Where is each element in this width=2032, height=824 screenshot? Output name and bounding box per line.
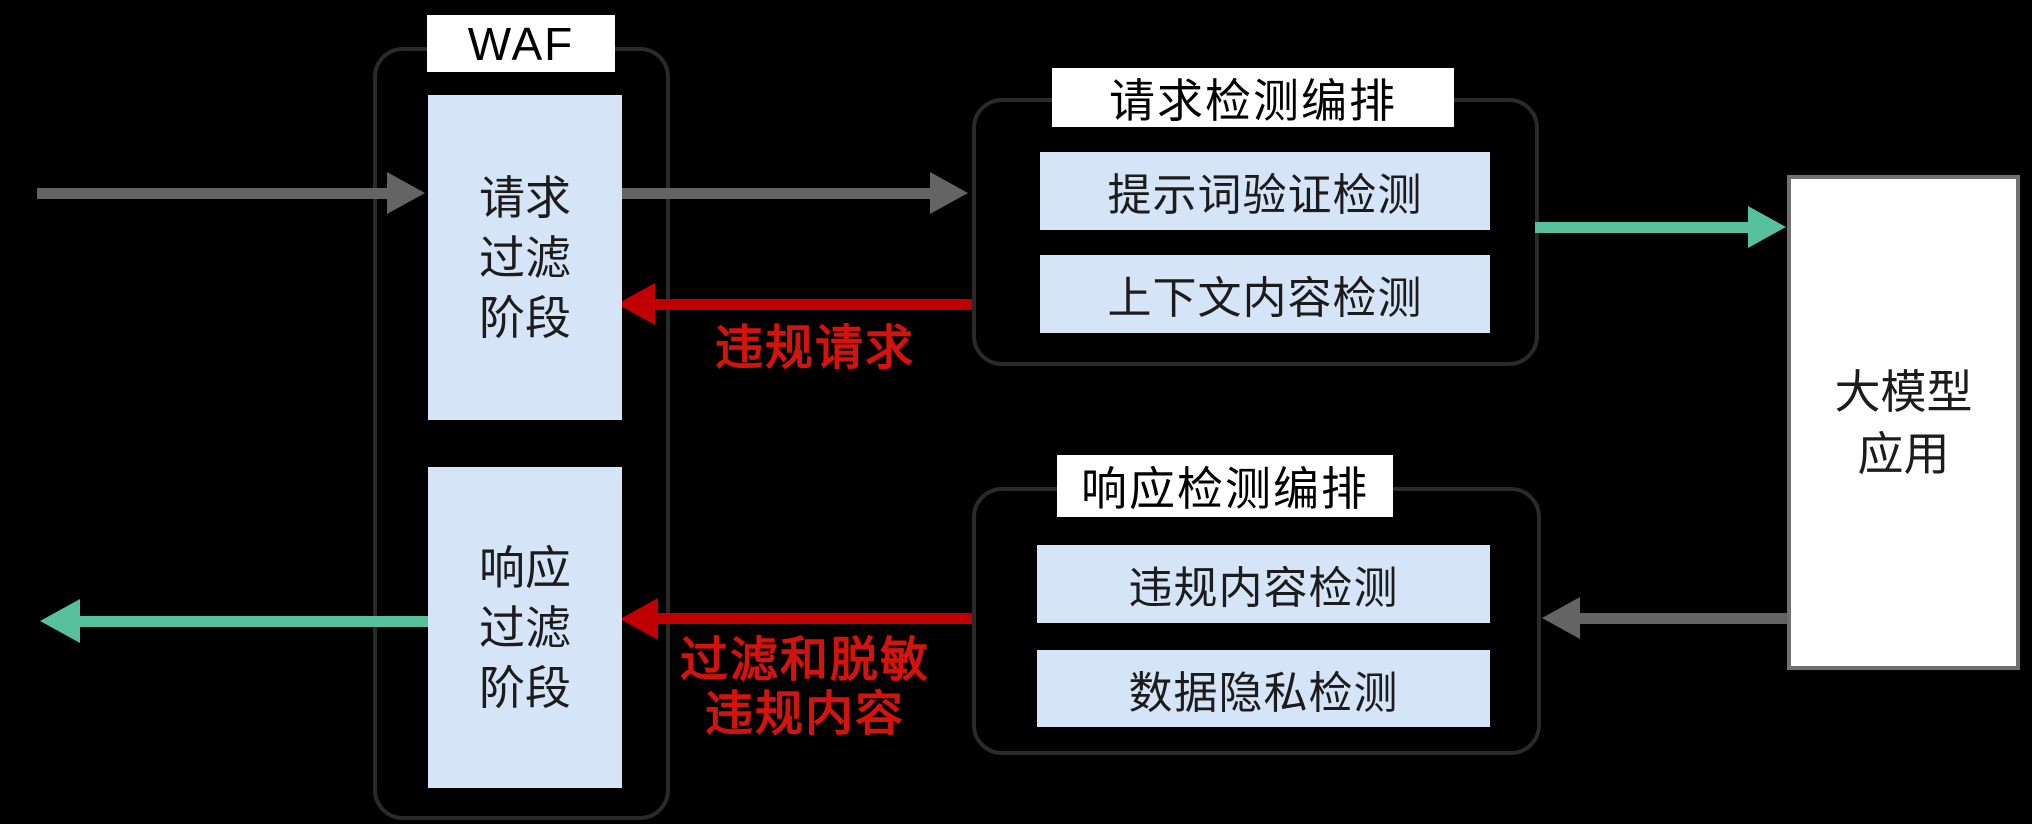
response-filter-stage-label: 响应 过滤 阶段 — [479, 541, 571, 714]
response-orchestration-title: 响应检测编排 — [1057, 455, 1393, 517]
arrow-right-icon — [930, 172, 968, 214]
filter-desensitize-arrow-shaft — [658, 613, 972, 624]
arrow-left-icon — [620, 598, 658, 640]
llm-application-box: 大模型 应用 — [1787, 175, 2020, 670]
arrow-left-icon — [40, 599, 80, 643]
request-filter-stage-box: 请求 过滤 阶段 — [428, 95, 622, 420]
llm-application-label: 大模型 应用 — [1834, 365, 1973, 480]
incoming-request-arrow-shaft — [37, 188, 387, 199]
request-to-detection-arrow-shaft — [622, 188, 930, 199]
prompt-validation-detection-box: 提示词验证检测 — [1040, 152, 1490, 230]
arrow-left-icon — [1542, 597, 1580, 639]
detection-to-llm-arrow-shaft — [1535, 222, 1748, 233]
arrow-right-icon — [1748, 206, 1786, 248]
arrow-right-icon — [387, 172, 425, 214]
request-orchestration-title: 请求检测编排 — [1052, 68, 1454, 127]
arrow-left-icon — [617, 283, 655, 325]
request-filter-stage-label: 请求 过滤 阶段 — [479, 171, 571, 344]
outgoing-response-arrow-shaft — [80, 616, 432, 627]
violation-request-arrow-shaft — [655, 299, 972, 310]
violation-request-label: 违规请求 — [714, 322, 915, 375]
llm-response-arrow-shaft — [1580, 613, 1788, 624]
data-privacy-detection-label: 数据隐私检测 — [1128, 668, 1399, 718]
violation-content-detection-label: 违规内容检测 — [1128, 564, 1399, 613]
filter-desensitize-label: 过滤和脱敏 违规内容 — [679, 634, 930, 741]
response-filter-stage-box: 响应 过滤 阶段 — [428, 467, 622, 788]
context-content-detection-label: 上下文内容检测 — [1107, 274, 1423, 323]
prompt-validation-detection-label: 提示词验证检测 — [1107, 171, 1423, 220]
context-content-detection-box: 上下文内容检测 — [1040, 255, 1490, 333]
waf-title: WAF — [427, 15, 615, 72]
data-privacy-detection-box: 数据隐私检测 — [1037, 650, 1490, 727]
violation-content-detection-box: 违规内容检测 — [1037, 545, 1490, 623]
